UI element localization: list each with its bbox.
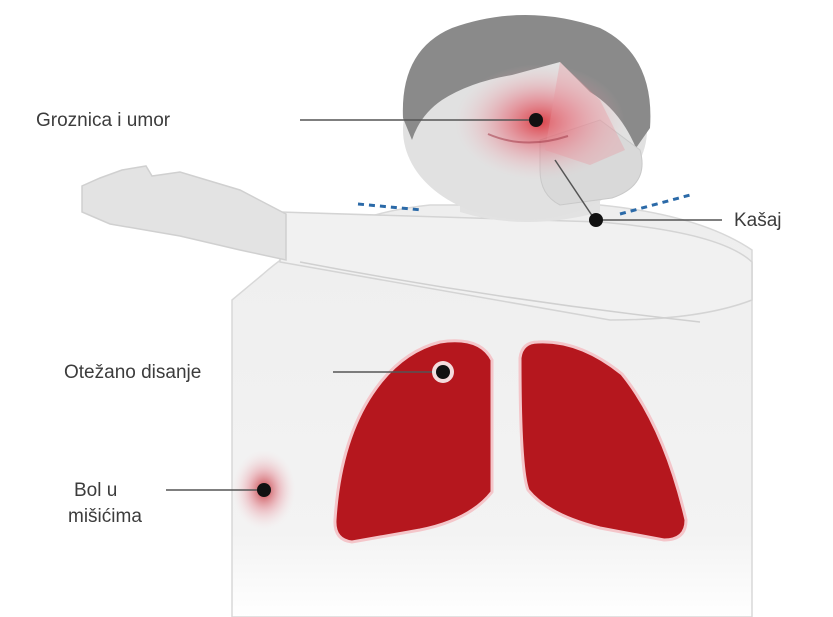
fever-label: Groznica i umor (36, 110, 171, 131)
hand (82, 166, 286, 260)
muscle-label-line2: mišićima (68, 506, 142, 527)
cough-dot (589, 213, 603, 227)
cough-label: Kašaj (734, 210, 782, 231)
breathing-dot (436, 365, 450, 379)
fever-dot (529, 113, 543, 127)
breathing-label: Otežano disanje (64, 362, 201, 383)
muscle-dot (257, 483, 271, 497)
muscle-label-line1: Bol u (74, 480, 117, 501)
